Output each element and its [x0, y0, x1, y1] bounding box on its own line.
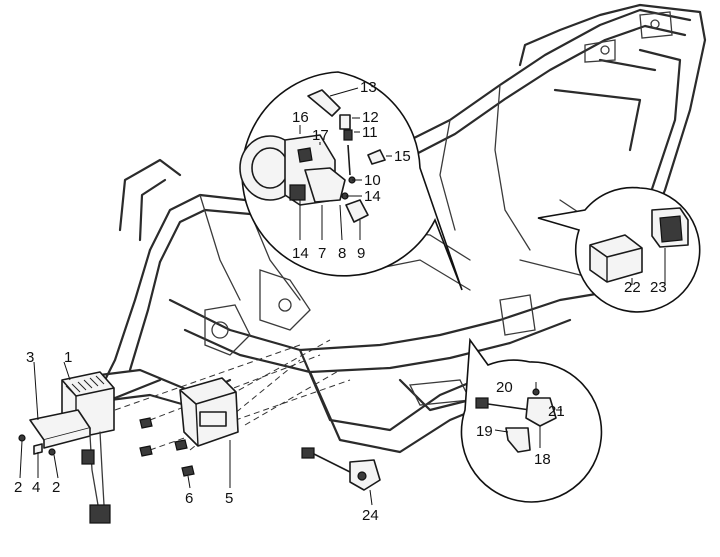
- callout-21: 21: [548, 403, 565, 420]
- callout-labels: 1 2 2 3 4 5 6 7 8 9 10 11 12 13 14 14 15…: [14, 79, 667, 524]
- relay-detail-bubble: [537, 186, 701, 313]
- callout-2-left: 2: [14, 479, 22, 496]
- callout-6: 6: [185, 490, 193, 507]
- callout-2-right: 2: [52, 479, 60, 496]
- callout-14-right: 14: [364, 188, 381, 205]
- callout-8: 8: [338, 245, 346, 262]
- callout-11: 11: [362, 124, 378, 141]
- callout-13: 13: [360, 79, 377, 96]
- callout-16: 16: [292, 109, 309, 126]
- callout-18: 18: [534, 451, 551, 468]
- ecu-assembly: [139, 377, 239, 489]
- callout-12: 12: [362, 109, 379, 126]
- scooter-frame: [98, 3, 707, 454]
- voltage-regulator-assembly: [18, 361, 115, 524]
- callout-1: 1: [64, 349, 72, 366]
- callout-19: 19: [476, 423, 493, 440]
- throttle-body-detail-bubble: [239, 71, 463, 291]
- callout-23: 23: [650, 279, 667, 296]
- callout-17: 17: [312, 127, 329, 144]
- callout-7: 7: [318, 245, 326, 262]
- callout-5: 5: [225, 490, 233, 507]
- callout-3: 3: [26, 349, 34, 366]
- sensor-detail-bubble: [460, 337, 603, 503]
- callout-4: 4: [32, 479, 40, 496]
- callout-14-bottom: 14: [292, 245, 309, 262]
- callout-20: 20: [496, 379, 513, 396]
- sensor-24: [301, 447, 381, 506]
- callout-24: 24: [362, 507, 379, 524]
- assembly-guide-lines: [114, 339, 351, 451]
- callout-9: 9: [357, 245, 365, 262]
- callout-15: 15: [394, 148, 411, 165]
- callout-22: 22: [624, 279, 641, 296]
- callout-10: 10: [364, 172, 381, 189]
